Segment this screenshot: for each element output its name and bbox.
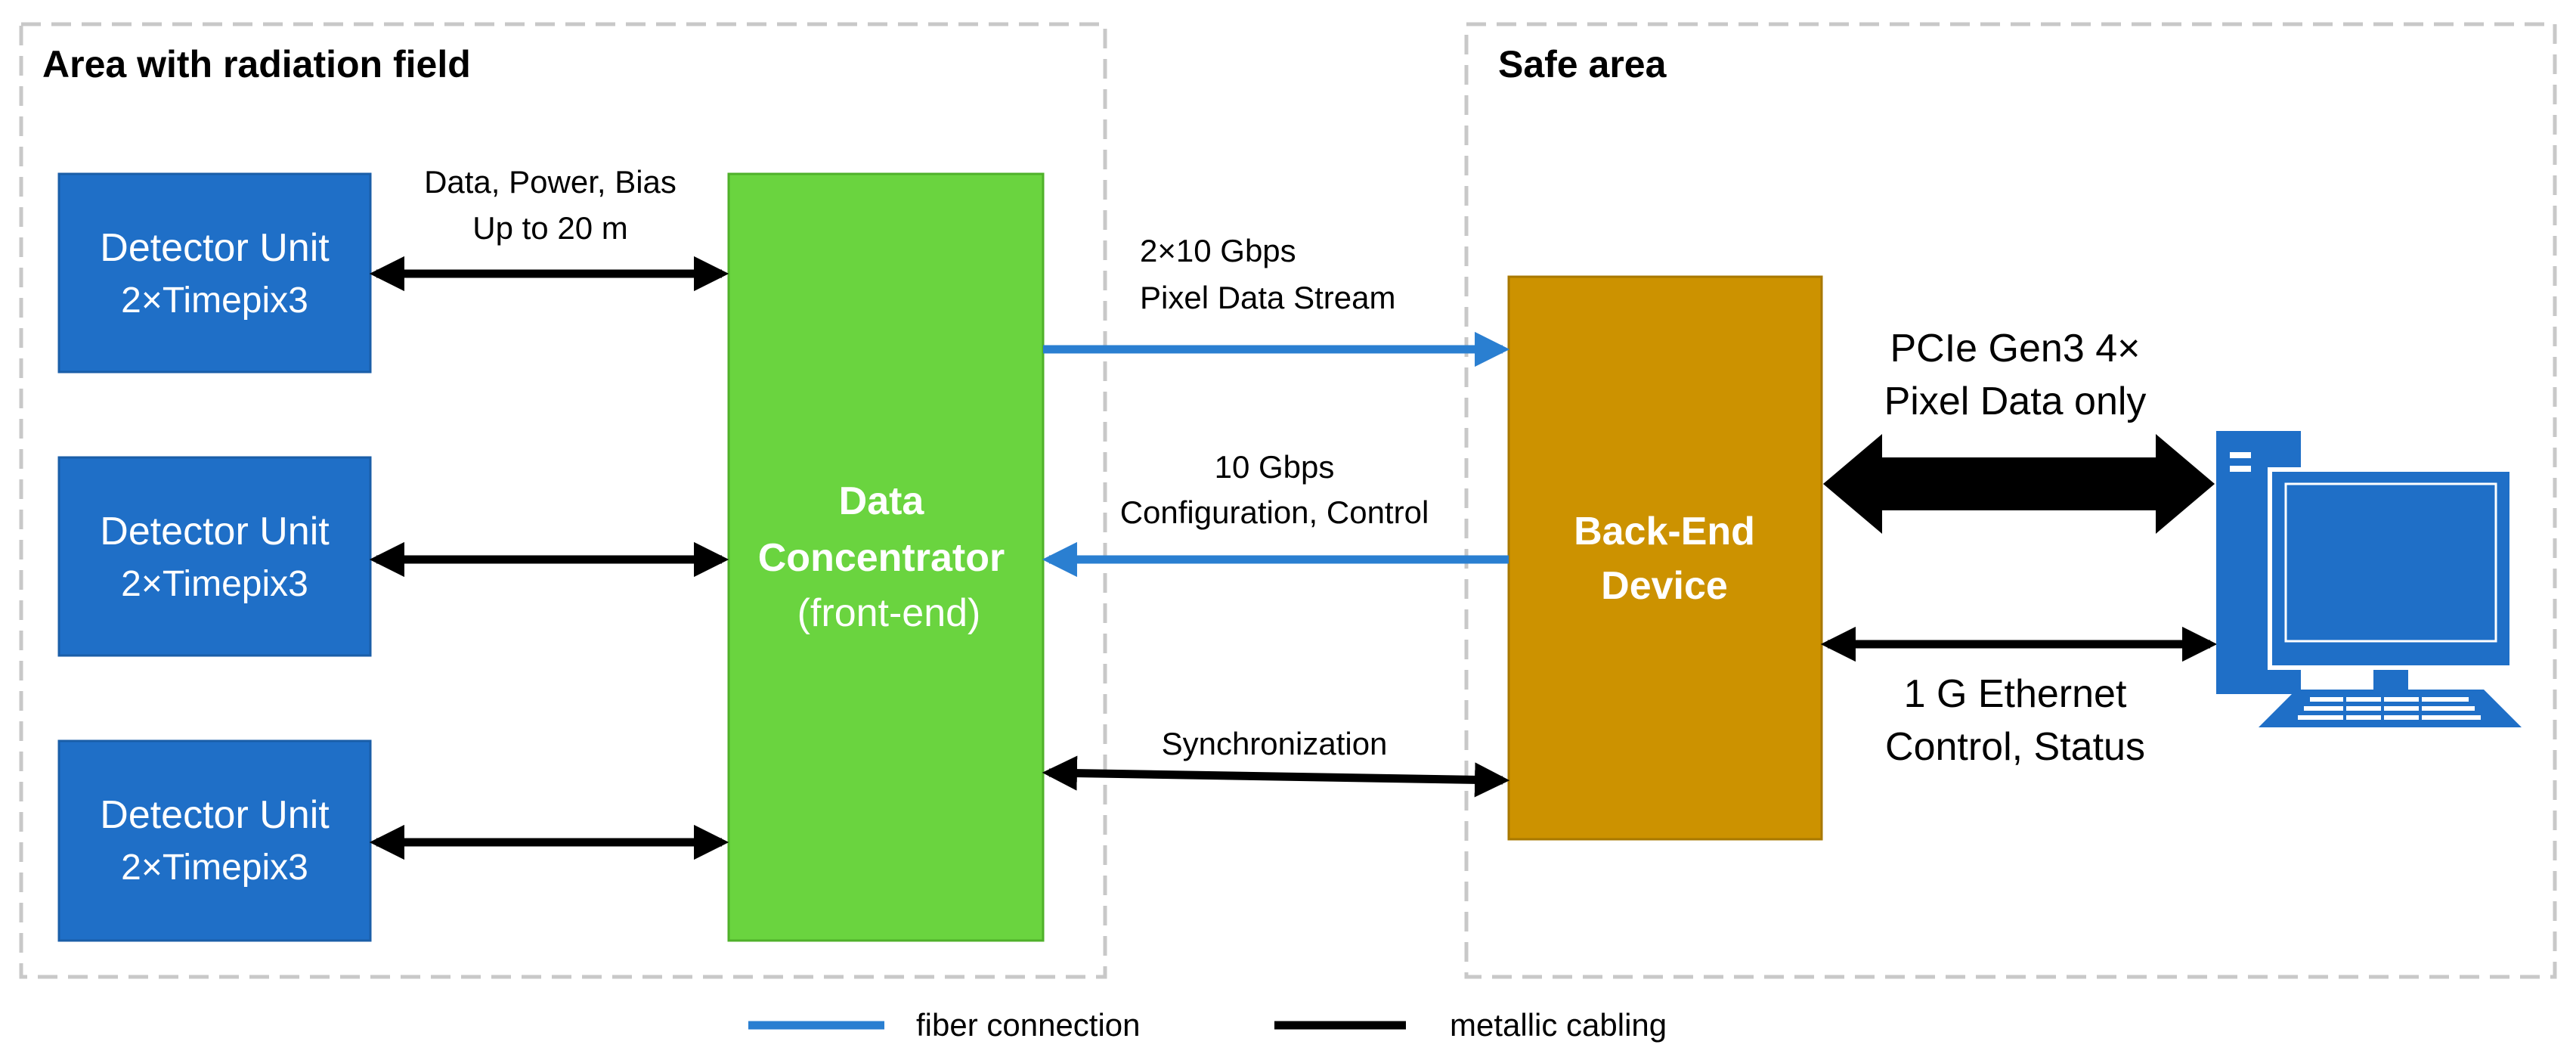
back-end-title-1: Back-End xyxy=(1574,510,1755,553)
pcie-label-2: Pixel Data only xyxy=(1884,380,2147,423)
detector-unit-1: Detector Unit 2×Timepix3 xyxy=(57,172,372,374)
pcie-label-1: PCIe Gen3 4× xyxy=(1890,327,2141,370)
legend: fiber connection metallic cabling xyxy=(748,1007,1667,1043)
ethernet-label-2: Control, Status xyxy=(1885,725,2145,769)
detector-unit-1-label: Detector Unit xyxy=(100,226,330,270)
config-control-label-1: 10 Gbps xyxy=(1215,449,1335,485)
detector-unit-3: Detector Unit 2×Timepix3 xyxy=(57,739,372,942)
legend-fiber-label: fiber connection xyxy=(916,1007,1141,1043)
detector-unit-2-label: Detector Unit xyxy=(100,510,330,553)
legend-metallic-label: metallic cabling xyxy=(1450,1007,1667,1043)
detector-cable-label-1: Data, Power, Bias xyxy=(424,164,677,200)
detector-unit-3-chips: 2×Timepix3 xyxy=(121,848,308,888)
detector-unit-1-chips: 2×Timepix3 xyxy=(121,281,308,321)
back-end-title-2: Device xyxy=(1601,564,1728,608)
radiation-area-title: Area with radiation field xyxy=(42,43,471,85)
detector-unit-3-label: Detector Unit xyxy=(100,793,330,837)
desktop-computer-icon xyxy=(2216,431,2522,727)
data-concentrator-title-1: Data xyxy=(839,479,925,523)
detector-unit-2-chips: 2×Timepix3 xyxy=(121,564,308,604)
detector-unit-2: Detector Unit 2×Timepix3 xyxy=(57,456,372,657)
pcie-link xyxy=(1823,434,2215,534)
safe-area-title: Safe area xyxy=(1498,43,1667,85)
data-concentrator-title-2: Concentrator xyxy=(758,536,1005,580)
detector-cable-label-2: Up to 20 m xyxy=(472,210,627,246)
ethernet-label-1: 1 G Ethernet xyxy=(1904,672,2127,716)
safe-area-border xyxy=(1464,22,2557,979)
back-end-device: Back-End Device xyxy=(1507,275,1823,841)
sync-label: Synchronization xyxy=(1162,726,1388,761)
pixel-stream-label-2: Pixel Data Stream xyxy=(1140,280,1395,315)
sync-cable xyxy=(1042,755,1510,798)
data-concentrator: Data Concentrator (front-end) xyxy=(727,172,1045,942)
radiation-area-border xyxy=(19,22,1107,979)
config-control-label-2: Configuration, Control xyxy=(1120,494,1429,530)
pixel-stream-label-1: 2×10 Gbps xyxy=(1140,233,1296,268)
data-concentrator-subtitle: (front-end) xyxy=(797,591,981,635)
